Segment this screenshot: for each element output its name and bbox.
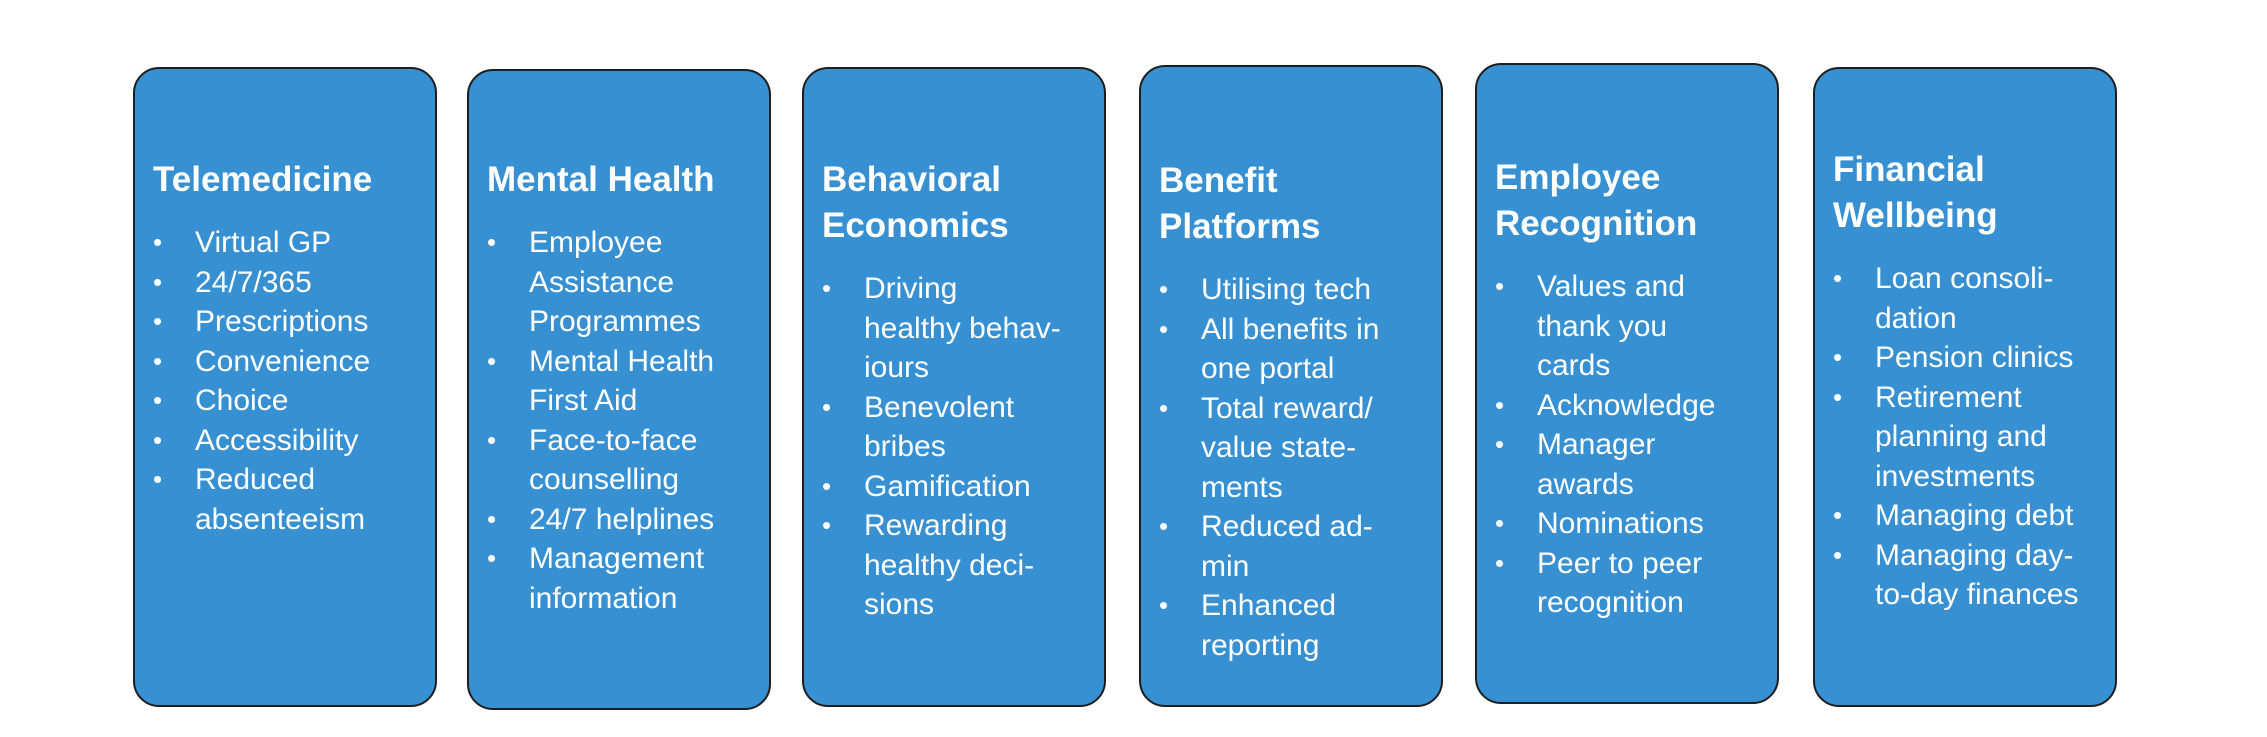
bullet-list: Values and thank you cards Acknowledge M… xyxy=(1495,267,1767,623)
list-item: Virtual GP xyxy=(153,223,425,263)
card-employee-recognition: Employee Recognition Values and thank yo… xyxy=(1475,63,1779,704)
list-item: Benevolent bribes xyxy=(822,388,1094,467)
list-item: 24/7 helplines xyxy=(487,500,759,540)
list-item: Prescriptions xyxy=(153,302,425,342)
list-item: Loan consoli- dation xyxy=(1833,259,2105,338)
list-item: Driving healthy behav- iours xyxy=(822,269,1094,388)
list-item: Nominations xyxy=(1495,504,1767,544)
list-item: Reduced ad- min xyxy=(1159,507,1431,586)
card-title: Mental Health xyxy=(487,160,715,199)
list-item: Managing day- to-day finances xyxy=(1833,536,2105,615)
list-item: All benefits in one portal xyxy=(1159,310,1431,389)
list-item: Gamification xyxy=(822,467,1094,507)
card-title: Financial Wellbeing xyxy=(1833,150,1998,235)
bullet-list: Employee Assistance Programmes Mental He… xyxy=(487,223,759,618)
card-title: Employee Recognition xyxy=(1495,158,1698,243)
card-title: Behavioral Economics xyxy=(822,160,1009,245)
card-benefit-platforms: Benefit Platforms Utilising tech All ben… xyxy=(1139,65,1443,707)
list-item: Retirement planning and investments xyxy=(1833,378,2105,497)
list-item: Acknowledge xyxy=(1495,386,1767,426)
list-item: Employee Assistance Programmes xyxy=(487,223,759,342)
list-item: Rewarding healthy deci- sions xyxy=(822,506,1094,625)
list-item: Choice xyxy=(153,381,425,421)
list-item: 24/7/365 xyxy=(153,263,425,303)
list-item: Utilising tech xyxy=(1159,270,1431,310)
list-item: Face-to-face counselling xyxy=(487,421,759,500)
list-item: Convenience xyxy=(153,342,425,382)
list-item: Reduced absenteeism xyxy=(153,460,425,539)
bullet-list: Loan consoli- dation Pension clinics Ret… xyxy=(1833,259,2105,615)
bullet-list: Utilising tech All benefits in one porta… xyxy=(1159,270,1431,665)
list-item: Enhanced reporting xyxy=(1159,586,1431,665)
list-item: Values and thank you cards xyxy=(1495,267,1767,386)
list-item: Manager awards xyxy=(1495,425,1767,504)
card-title: Benefit Platforms xyxy=(1159,161,1321,246)
card-title: Telemedicine xyxy=(153,160,373,199)
card-telemedicine: Telemedicine Virtual GP 24/7/365 Prescri… xyxy=(133,67,437,707)
list-item: Management information xyxy=(487,539,759,618)
card-financial-wellbeing: Financial Wellbeing Loan consoli- dation… xyxy=(1813,67,2117,707)
list-item: Accessibility xyxy=(153,421,425,461)
card-mental-health: Mental Health Employee Assistance Progra… xyxy=(467,69,771,710)
bullet-list: Driving healthy behav- iours Benevolent … xyxy=(822,269,1094,625)
bullet-list: Virtual GP 24/7/365 Prescriptions Conven… xyxy=(153,223,425,539)
list-item: Managing debt xyxy=(1833,496,2105,536)
list-item: Peer to peer recognition xyxy=(1495,544,1767,623)
list-item: Pension clinics xyxy=(1833,338,2105,378)
list-item: Total reward/ value state- ments xyxy=(1159,389,1431,508)
list-item: Mental Health First Aid xyxy=(487,342,759,421)
card-behavioral-economics: Behavioral Economics Driving healthy beh… xyxy=(802,67,1106,707)
